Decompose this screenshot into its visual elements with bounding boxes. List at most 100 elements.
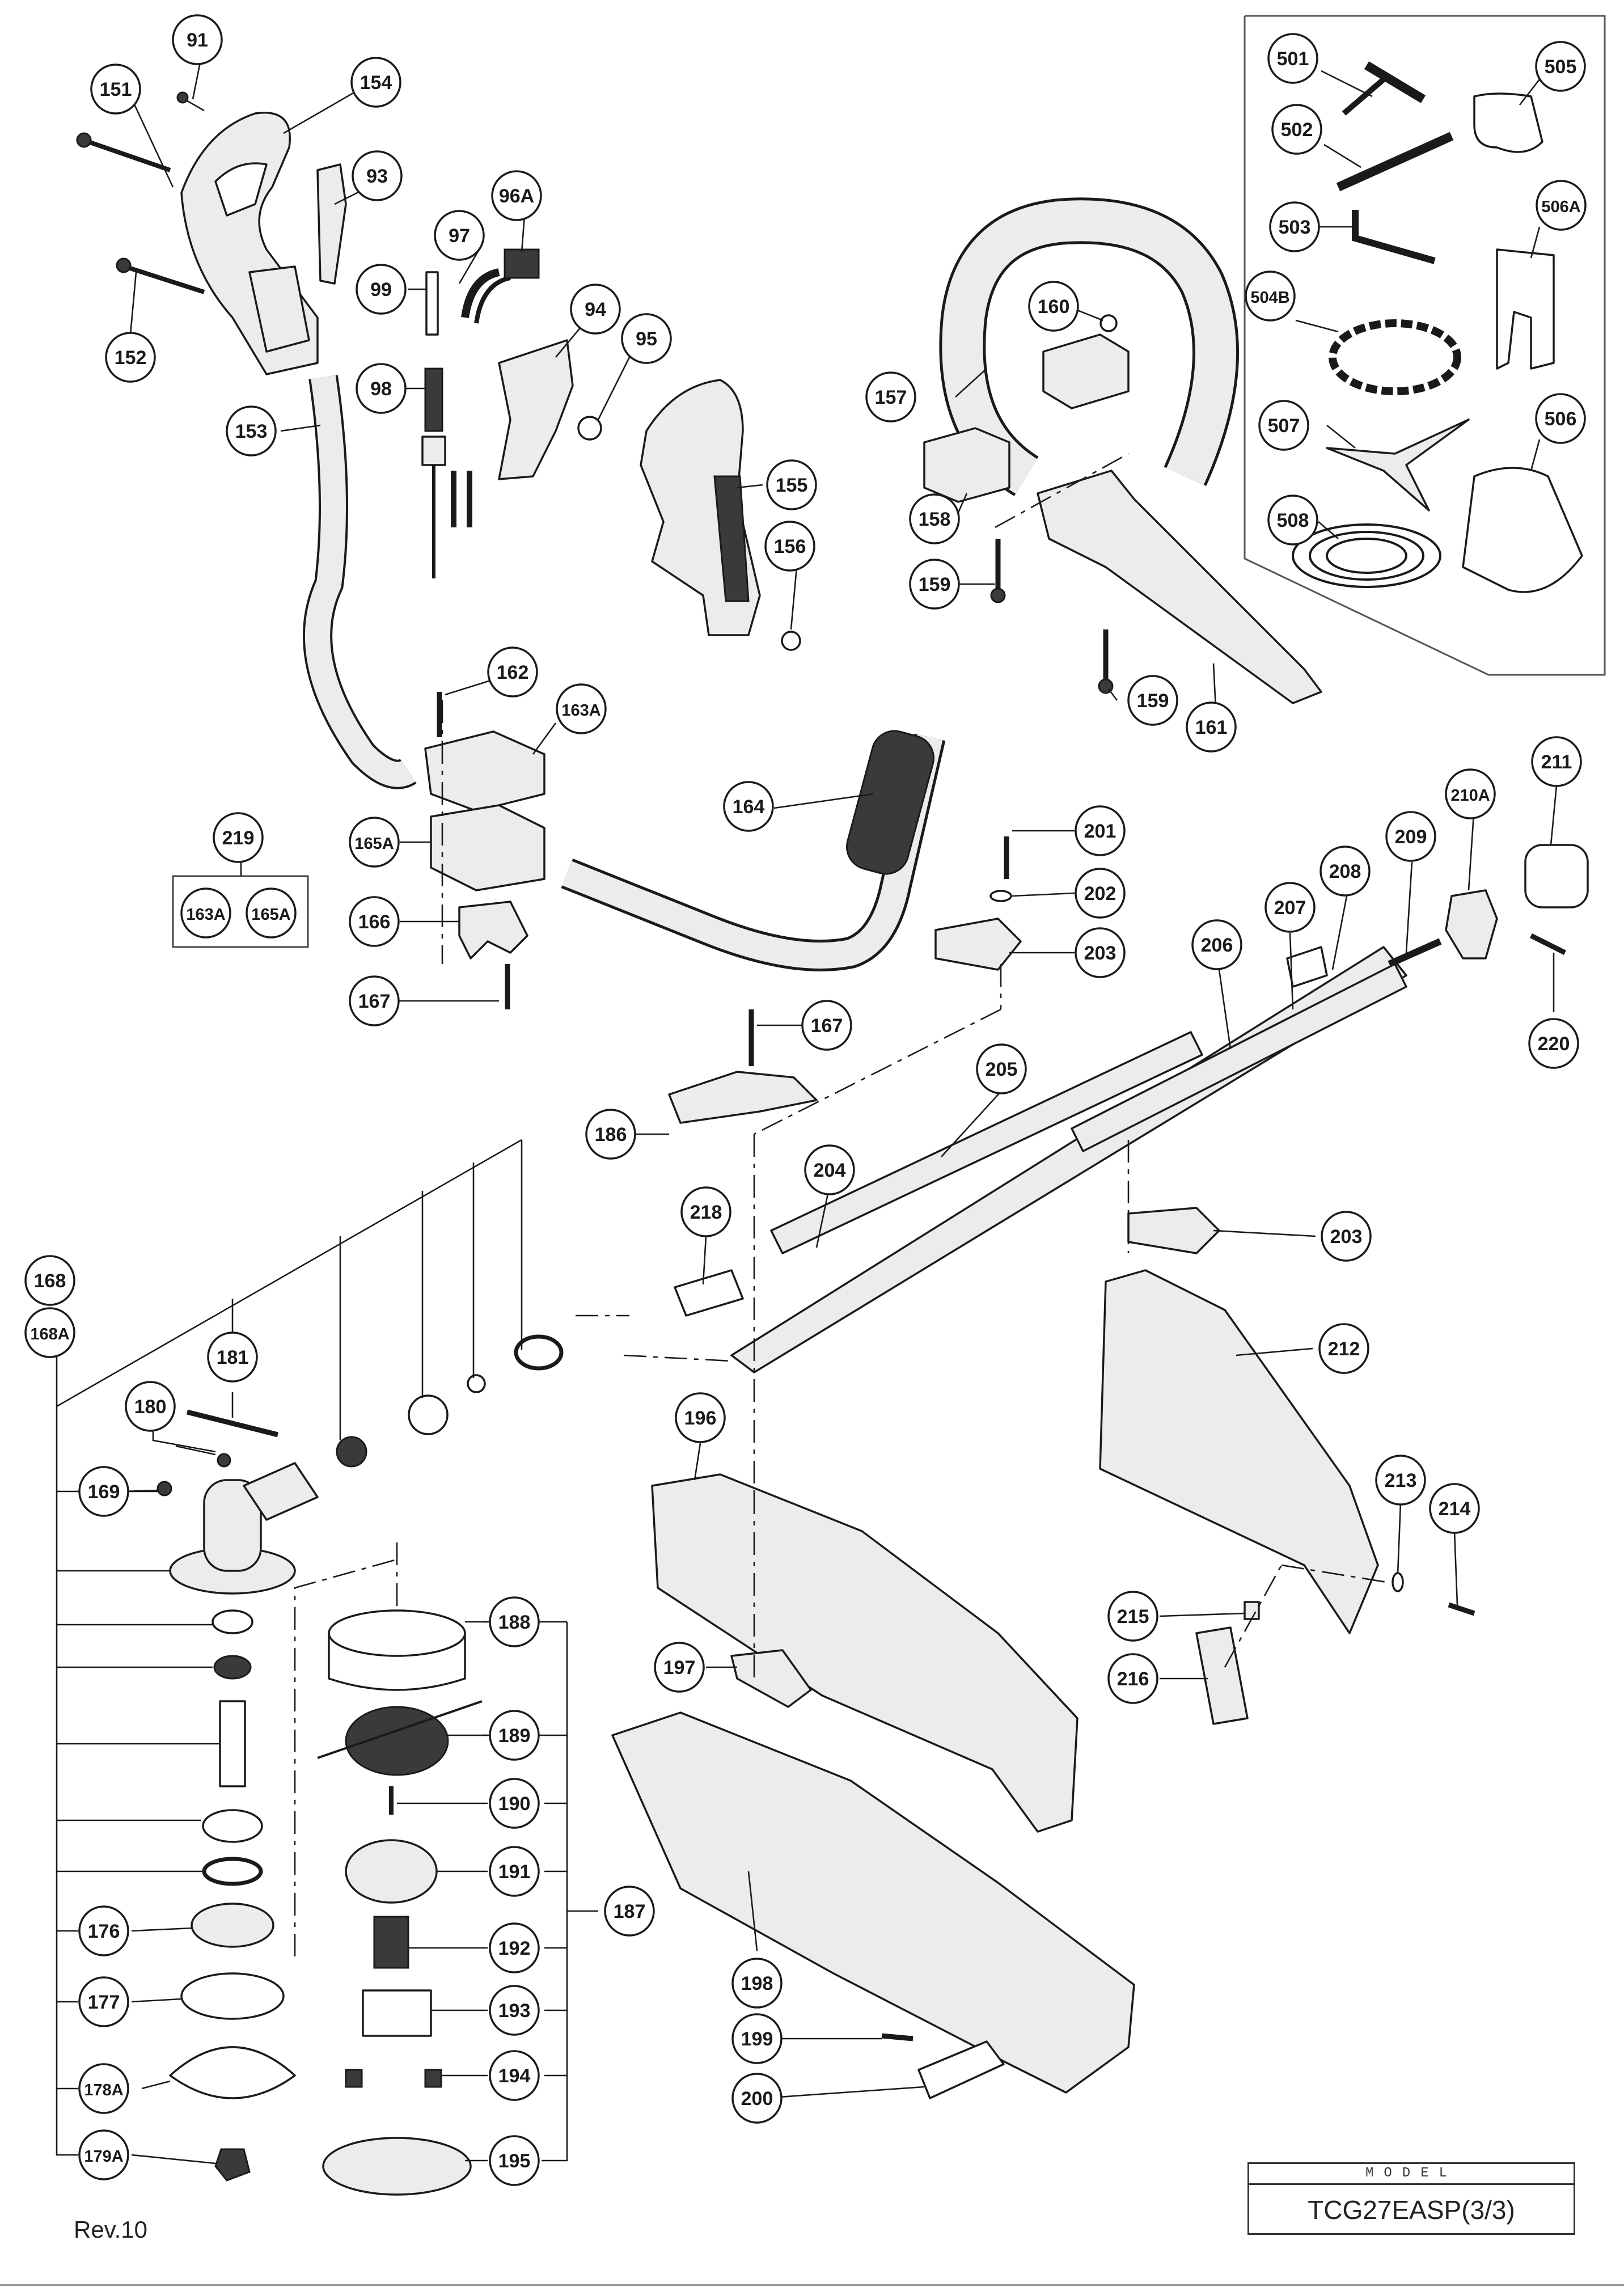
callout-label: 168A bbox=[30, 1325, 69, 1343]
callout-165A: 165A bbox=[349, 817, 400, 868]
callout-220: 220 bbox=[1528, 1018, 1579, 1069]
callout-507: 507 bbox=[1258, 400, 1309, 451]
callout-label: 154 bbox=[360, 72, 392, 94]
callout-label: 94 bbox=[585, 299, 606, 320]
callout-501: 501 bbox=[1267, 33, 1318, 84]
accessory-ring-504B bbox=[1329, 319, 1461, 395]
callout-circle bbox=[226, 405, 277, 456]
callout-circle bbox=[1385, 811, 1436, 862]
washer-202 bbox=[989, 890, 1012, 902]
callout-label: 200 bbox=[741, 2088, 773, 2110]
callout-circle bbox=[1186, 701, 1237, 753]
callout-circle bbox=[172, 14, 223, 65]
callout-circle bbox=[1107, 1591, 1158, 1642]
callout-circle bbox=[1127, 675, 1178, 726]
accessory-hexkey-503 bbox=[1352, 210, 1436, 264]
callout-label: 202 bbox=[1084, 883, 1116, 904]
clamp-203a bbox=[934, 918, 1022, 971]
washer-213 bbox=[1392, 1572, 1404, 1592]
callout-label: 195 bbox=[498, 2150, 531, 2172]
callout-212: 212 bbox=[1318, 1323, 1369, 1374]
callout-circle bbox=[349, 975, 400, 1026]
callout-circle bbox=[909, 559, 960, 610]
callout-label: 220 bbox=[1538, 1033, 1570, 1055]
callout-165A_kit: 165A bbox=[246, 887, 297, 939]
callout-label: 177 bbox=[88, 1992, 120, 2013]
callout-159b: 159 bbox=[1127, 675, 1178, 726]
revision-label: Rev.10 bbox=[74, 2216, 147, 2243]
callout-181: 181 bbox=[207, 1332, 258, 1383]
callout-219: 219 bbox=[213, 812, 264, 863]
callout-circle bbox=[1028, 281, 1079, 332]
callout-circle bbox=[489, 1922, 540, 1973]
callout-label: 161 bbox=[1195, 717, 1228, 738]
callout-label: 165A bbox=[354, 835, 394, 853]
callout-label: 210A bbox=[1450, 787, 1490, 805]
callout-151: 151 bbox=[90, 64, 141, 115]
bracket-161 bbox=[1037, 470, 1322, 704]
assembly-lines bbox=[294, 453, 1387, 1956]
bearings-stack bbox=[169, 1609, 296, 2182]
callout-154: 154 bbox=[350, 57, 401, 108]
callout-168A: 168A bbox=[24, 1307, 75, 1358]
callout-circle bbox=[125, 1381, 176, 1432]
callout-96A: 96A bbox=[491, 170, 542, 221]
guard-198 bbox=[611, 1711, 1135, 2094]
callout-158: 158 bbox=[909, 493, 960, 544]
callout-210A: 210A bbox=[1445, 768, 1496, 819]
callout-circle bbox=[180, 887, 231, 939]
callout-label: 180 bbox=[134, 1396, 167, 1418]
part-215 bbox=[1244, 1601, 1260, 1620]
pipe-153 bbox=[303, 375, 417, 789]
callout-circle bbox=[78, 1905, 129, 1956]
accessory-spanner-502 bbox=[1336, 132, 1454, 192]
callout-157: 157 bbox=[865, 371, 916, 422]
callout-label: 216 bbox=[1117, 1668, 1149, 1690]
accessory-wrench-501 bbox=[1342, 61, 1426, 116]
callout-93: 93 bbox=[352, 150, 403, 201]
accessory-frame bbox=[1244, 15, 1606, 676]
callout-163A_kit: 163A bbox=[180, 887, 231, 939]
callout-214: 214 bbox=[1429, 1483, 1480, 1534]
callout-label: 198 bbox=[741, 1973, 773, 1994]
callout-192: 192 bbox=[489, 1922, 540, 1973]
callout-label: 189 bbox=[498, 1725, 531, 1747]
callout-179A: 179A bbox=[78, 2129, 129, 2180]
accessory-goggles-505 bbox=[1473, 92, 1543, 153]
callout-label: 201 bbox=[1084, 821, 1116, 842]
callout-circle bbox=[1528, 1018, 1579, 1069]
callout-206: 206 bbox=[1191, 919, 1242, 970]
nut-156 bbox=[781, 631, 801, 651]
callout-label: 206 bbox=[1201, 935, 1233, 956]
callout-189: 189 bbox=[489, 1710, 540, 1761]
callout-label: 191 bbox=[498, 1861, 531, 1883]
callout-label: 208 bbox=[1329, 861, 1361, 882]
callout-circle bbox=[731, 2013, 783, 2064]
callout-504B: 504B bbox=[1245, 270, 1296, 322]
cable-97 bbox=[461, 268, 511, 324]
callout-168: 168 bbox=[24, 1255, 75, 1306]
callout-circle bbox=[1264, 882, 1316, 933]
shaft-209 bbox=[1388, 938, 1442, 967]
callout-label: 159 bbox=[1137, 690, 1169, 712]
callout-label: 163A bbox=[561, 701, 600, 720]
callout-label: 186 bbox=[595, 1124, 627, 1146]
callout-94: 94 bbox=[570, 284, 621, 335]
model-number: TCG27EASP(3/3) bbox=[1308, 2195, 1515, 2225]
callout-label: 179A bbox=[84, 2148, 123, 2166]
callout-152: 152 bbox=[105, 332, 156, 383]
callout-91: 91 bbox=[172, 14, 223, 65]
callout-circle bbox=[723, 781, 774, 832]
callout-198: 198 bbox=[731, 1958, 783, 2009]
callout-166: 166 bbox=[349, 896, 400, 947]
callout-label: 93 bbox=[366, 166, 388, 187]
callout-167a: 167 bbox=[349, 975, 400, 1026]
callout-502: 502 bbox=[1271, 104, 1322, 155]
accessory-harness-506 bbox=[1462, 467, 1583, 593]
callout-205: 205 bbox=[976, 1043, 1027, 1094]
callout-label: 163A bbox=[186, 906, 225, 924]
callout-circle bbox=[675, 1392, 726, 1443]
callout-circle bbox=[680, 1186, 731, 1237]
